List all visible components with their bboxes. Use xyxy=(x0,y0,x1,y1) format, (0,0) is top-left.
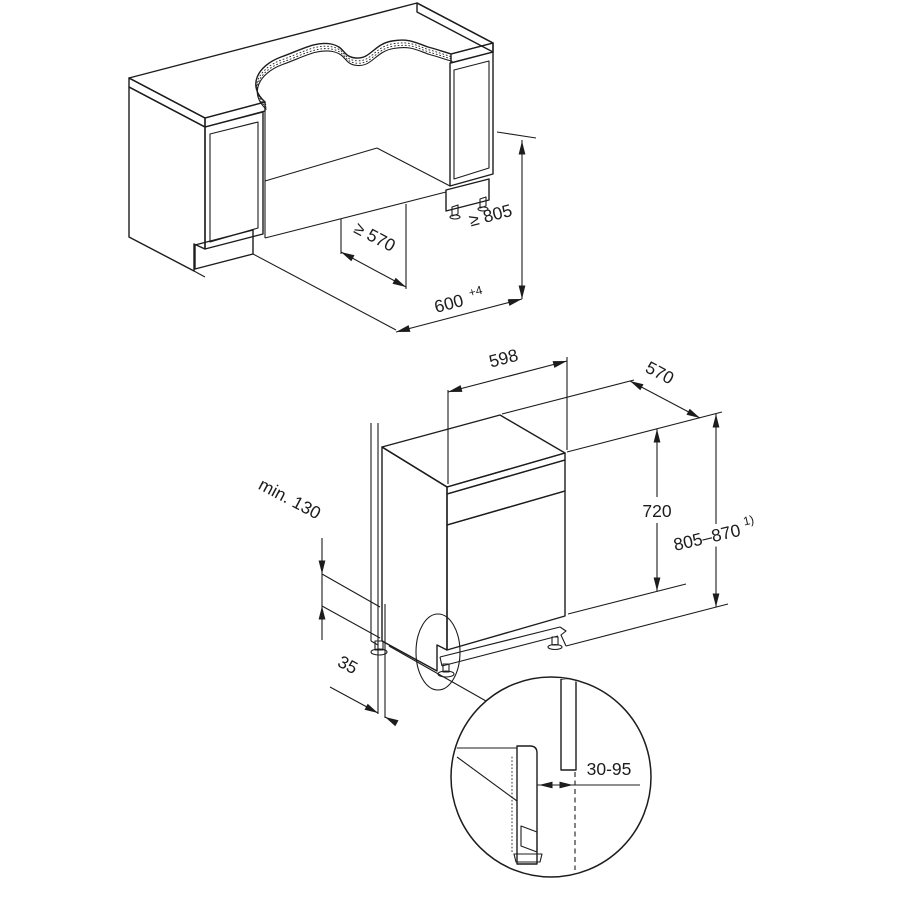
front-right-foot xyxy=(551,636,559,646)
appliance-diagram: 598 570 720 805–870 1) xyxy=(255,345,766,727)
dishwasher-door xyxy=(446,490,566,651)
niche-width-tolerance: +4 xyxy=(467,283,484,300)
right-cabinet-foot-1 xyxy=(451,204,459,217)
niche-floor-back-edge xyxy=(264,147,378,182)
niche-floor-front-edge xyxy=(264,191,447,239)
niche-diagram: ≥ 570 600 +4 ≥ 805 xyxy=(128,2,537,333)
right-cabinet-door-inset xyxy=(453,60,490,180)
wall-offset-label: 35 xyxy=(335,651,362,678)
cut-stipple-1 xyxy=(256,42,453,106)
front-left-foot xyxy=(442,663,450,673)
left-cabinet-floor-sliver xyxy=(193,270,206,278)
furniture-wall-foot xyxy=(374,640,384,651)
right-cabinet-front xyxy=(449,51,494,187)
right-cabinet-plinth xyxy=(445,178,490,212)
appliance-width-label: 598 xyxy=(487,345,520,372)
right-cabinet-foot-2-plate xyxy=(477,206,489,212)
front-right-foot-plate xyxy=(547,643,563,651)
niche-width-label: 600 xyxy=(432,290,466,317)
dishwasher-top-edge xyxy=(446,452,566,495)
top-extension-line xyxy=(566,411,723,453)
dishwasher-side-panel xyxy=(381,446,448,672)
left-cabinet-side xyxy=(128,86,206,272)
door-bottom-extension-line xyxy=(567,583,687,615)
overall-height-footnote: 1) xyxy=(742,513,756,529)
niche-depth-label: ≥ 570 xyxy=(351,218,399,256)
countertop xyxy=(128,2,494,119)
dishwasher-top xyxy=(381,414,566,488)
appliance-depth-label: 570 xyxy=(642,357,677,388)
dim-niche-height: ≥ 805 xyxy=(467,131,537,299)
floor-extension-line xyxy=(565,603,729,647)
niche-right-wall-bottom xyxy=(376,147,451,187)
overall-height-label: 805–870 xyxy=(671,520,742,555)
furniture-wall-foot-plate xyxy=(370,648,388,656)
left-cabinet-plinth xyxy=(194,229,254,270)
detail-circle xyxy=(450,676,652,878)
foot-callout-ellipse xyxy=(415,613,461,691)
dim-appliance-width: 598 xyxy=(447,345,568,484)
base-frame-break xyxy=(559,626,567,647)
dim-plinth-clearance: min. 130 xyxy=(255,474,381,640)
right-cabinet-foot-1-plate xyxy=(449,214,461,220)
base-frame-bottom xyxy=(441,635,559,667)
detail-plinth-panel xyxy=(516,745,538,865)
left-cabinet-door-inset xyxy=(209,121,259,243)
detail-foot-bracket xyxy=(520,825,538,853)
countertop-cut-edge xyxy=(256,47,453,110)
dim-wall-offset: 35 xyxy=(329,651,399,727)
front-left-foot-plate xyxy=(437,670,455,678)
dim-door-height: 720 xyxy=(639,429,675,591)
detail-foot-plate xyxy=(513,853,543,863)
dim-appliance-depth: 570 xyxy=(501,357,701,419)
detail-toe-kick-diagonal xyxy=(456,756,518,802)
base-frame-top xyxy=(439,626,561,658)
base-frame-left xyxy=(439,656,443,667)
right-cabinet-foot-2 xyxy=(479,196,487,209)
plinth-clearance-label: min. 130 xyxy=(255,474,324,523)
countertop-right-edge xyxy=(416,2,494,53)
countertop-left-edge xyxy=(128,77,206,128)
cut-stipple-2 xyxy=(256,44,453,108)
dim-overall-height: 805–870 1) xyxy=(663,414,766,607)
left-cabinet-front xyxy=(204,111,264,250)
door-height-label: 720 xyxy=(642,501,671,521)
detail-circle-group: 30-95 xyxy=(450,676,652,878)
detail-range-label: 30-95 xyxy=(587,759,632,779)
dim-niche-width: 600 +4 xyxy=(252,253,523,333)
